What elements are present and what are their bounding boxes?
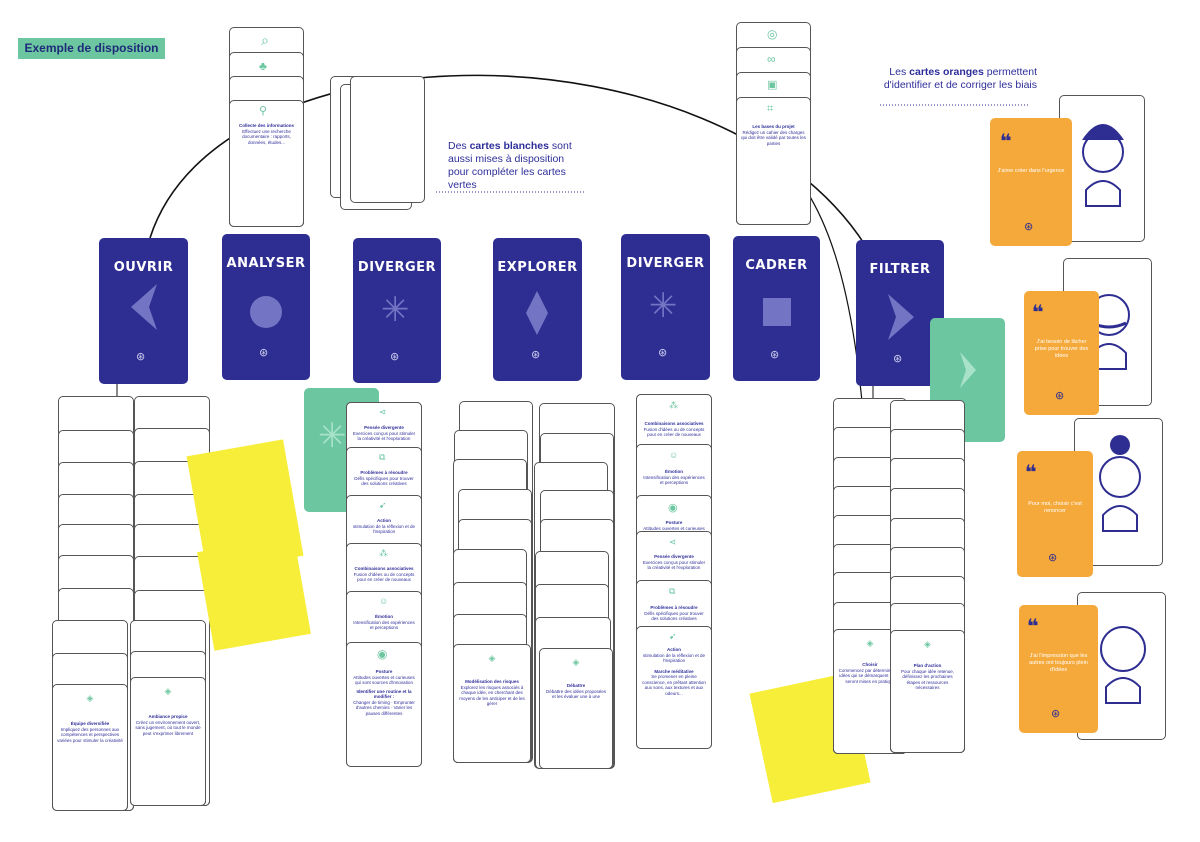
share-icon: ⋖ [669,537,677,547]
blank-card-front[interactable] [350,76,425,203]
card-title: Les bases du projet [752,124,795,129]
bias-card-3[interactable]: ❝ Pour moi, choisir c'est renoncer ⊛ [1017,451,1093,577]
person-icon: ◉ [377,647,388,661]
phase-card-explorer[interactable]: EXPLORER ⊛ [493,238,582,381]
sticky-note-2[interactable] [197,535,311,651]
card-text: Rédigez un cahier des charges qui doit ê… [741,129,806,146]
emblem-icon: ⊛ [136,351,146,363]
chart-network-icon: ⚲ [259,105,268,117]
phase-card-diverger-2[interactable]: DIVERGER ✳ ⊛ [621,234,710,380]
dotted-divider [436,191,586,193]
quote-icon: ❝ [1027,616,1039,638]
emblem-icon: ⊛ [259,347,269,359]
quote-icon: ❝ [1000,131,1012,153]
emblem-icon: ⊛ [658,347,668,359]
puzzle-icon: ⧉ [379,452,386,462]
link-icon: ∞ [767,52,776,66]
phase-card-analyser[interactable]: ANALYSER ⊛ [222,234,310,380]
phase-card-cadrer[interactable]: CADRER ⊛ [733,236,820,381]
chevron-right-icon [960,352,976,388]
share-icon: ⋖ [379,407,387,417]
spark-icon: ✳ [649,287,678,325]
calendar-icon: ▣ [767,79,778,91]
chevron-right-icon [888,294,914,340]
gem-icon: ◈ [924,639,931,649]
runner-icon: ➹ [379,500,387,510]
card-title: Collecte des informations [238,123,294,128]
spark-icon: ✳ [318,417,347,455]
head-icon: ☺ [379,596,389,606]
emblem-icon: ⊛ [1048,552,1058,564]
nodes-icon: ⁂ [379,548,388,558]
emblem-icon: ⊛ [531,349,541,361]
white-cards-note: Des cartes blanches sont aussi mises à d… [448,140,572,191]
phase-card-ouvrir[interactable]: OUVRIR ⊛ [99,238,188,384]
gem-icon: ◈ [488,653,496,663]
emblem-icon: ⊛ [1051,708,1061,720]
emblem-icon: ⊛ [1024,221,1034,233]
emblem-icon: ⊛ [1055,390,1065,402]
emblem-icon: ⊛ [893,353,903,365]
circle-shape-icon [250,296,282,328]
diamond-icon [526,291,548,335]
magnifier-icon: ⌕ [261,32,269,48]
orange-cards-note: Les cartes oranges permettent d'identifi… [883,66,1037,91]
emblem-icon: ⊛ [770,349,780,361]
gem-icon: ◈ [164,686,172,696]
group-icon: ♣ [259,59,267,73]
card-text: Effectuez une recherche documentaire : r… [242,128,291,145]
gem-icon: ◈ [866,638,874,648]
portrait-3-icon [1099,435,1141,532]
phase-card-diverger-1[interactable]: DIVERGER ✳ ⊛ [353,238,441,383]
portrait-1-icon [1082,124,1124,207]
spark-icon: ✳ [381,291,410,329]
dotted-divider-right [880,104,1030,106]
phase-card-filtrer[interactable]: FILTRER ⊛ [856,240,944,386]
portrait-card-1[interactable] [1059,95,1145,242]
runner-icon: ➹ [669,631,677,641]
target-icon: ◎ [767,27,778,41]
bias-card-4[interactable]: ❝ J'ai l'impression que les autres ont t… [1019,605,1098,733]
square-shape-icon [763,298,791,326]
frame-icon: ⌗ [767,103,774,115]
bias-card-1[interactable]: ❝ J'aime créer dans l'urgence ⊛ [990,118,1072,246]
quote-icon: ❝ [1025,462,1037,484]
person-icon: ◉ [668,502,678,514]
gem-icon: ◈ [86,693,94,703]
puzzle-icon: ⧉ [669,586,676,596]
quote-icon: ❝ [1032,302,1044,324]
bias-card-2[interactable]: ❝ J'ai besoin de lâcher prise pour trouv… [1024,291,1099,415]
emblem-icon: ⊛ [390,351,400,363]
nodes-icon: ⁂ [669,400,678,410]
layout-example-badge: Exemple de disposition [18,38,165,59]
portrait-4-icon [1100,626,1146,704]
gem-icon: ◈ [572,657,580,667]
chevron-left-icon [131,284,157,330]
head-icon: ☺ [669,450,679,460]
